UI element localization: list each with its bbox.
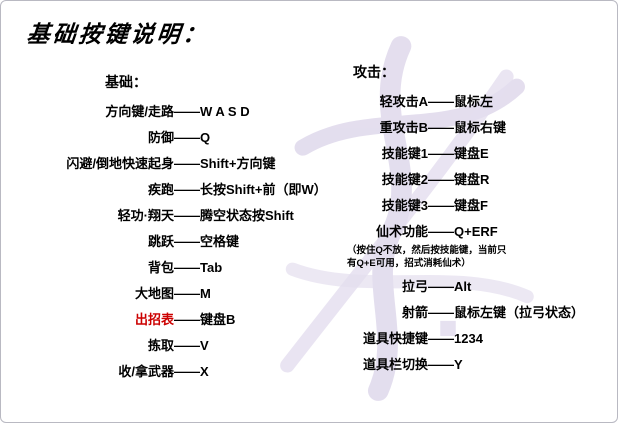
separator-dash: ——: [174, 104, 200, 119]
action-label: 道具栏切换: [362, 357, 428, 372]
action-label: 轻攻击A: [379, 94, 428, 109]
key-binding: 腾空状态按Shift: [200, 208, 294, 223]
basics-column: 基础： 方向键/走路 —— W A S D 防御 —— Q 闪避: [29, 73, 329, 388]
separator-dash: ——: [428, 94, 454, 109]
key-binding: Y: [454, 357, 463, 372]
action-label: 仙术功能: [375, 224, 428, 239]
attack-keybind-list: 轻攻击A —— 鼠标左 重攻击B —— 鼠标右键 技能键1 —— 键盘E: [333, 92, 617, 374]
separator-dash: ——: [174, 312, 200, 327]
action-label: 射箭: [401, 305, 428, 320]
action-label: 道具快捷键: [362, 331, 428, 346]
action-label: 方向键/走路: [105, 104, 174, 119]
keybind-row: 方向键/走路 —— W A S D: [29, 102, 329, 121]
separator-dash: ——: [428, 279, 454, 294]
separator-dash: ——: [174, 364, 200, 379]
keybind-row: 防御 —— Q: [29, 128, 329, 147]
separator-dash: ——: [174, 260, 200, 275]
action-label: 跳跃: [147, 234, 174, 249]
keybind-row: 技能键3 —— 键盘F: [333, 196, 617, 215]
keybind-row: 出招表 —— 键盘B: [29, 310, 329, 329]
keybind-row: 技能键2 —— 键盘R: [333, 170, 617, 189]
separator-dash: ——: [428, 198, 454, 213]
separator-dash: ——: [428, 172, 454, 187]
action-label: 防御: [147, 130, 174, 145]
keybind-row: 大地图 —— M: [29, 284, 329, 303]
keybind-note: （按住Q不放，然后按技能键，当前只有Q+E可用，招式消耗仙术）: [347, 245, 507, 269]
keybind-row: 疾跑 —— 长按Shift+前（即W）: [29, 180, 329, 199]
page-title: 基础按键说明：: [25, 22, 211, 47]
separator-dash: ——: [428, 357, 454, 372]
action-label: 疾跑: [147, 182, 174, 197]
key-binding: 长按Shift+前（即W）: [200, 182, 327, 197]
key-binding: 鼠标左: [454, 94, 494, 109]
key-binding: 鼠标左键（拉弓状态）: [454, 305, 585, 320]
key-binding: 键盘F: [454, 198, 488, 213]
key-binding: Q+ERF: [454, 224, 498, 239]
action-label: 收/拿武器: [118, 364, 174, 379]
basics-header: 基础：: [105, 74, 147, 90]
separator-dash: ——: [174, 130, 200, 145]
separator-dash: ——: [174, 156, 200, 171]
key-binding: 键盘B: [200, 312, 236, 327]
key-binding: W A S D: [200, 104, 250, 119]
keybind-row: 射箭 —— 鼠标左键（拉弓状态）: [333, 303, 617, 322]
separator-dash: ——: [428, 120, 454, 135]
key-binding: 鼠标右键: [454, 120, 507, 135]
action-label: 拉弓: [401, 279, 428, 294]
key-binding: V: [200, 338, 209, 353]
keybind-row: 拣取 —— V: [29, 336, 329, 355]
key-binding: 键盘E: [454, 146, 489, 161]
key-binding: Q: [200, 130, 211, 145]
key-binding: 1234: [454, 331, 483, 346]
keybind-row: 收/拿武器 —— X: [29, 362, 329, 381]
basics-keybind-list: 方向键/走路 —— W A S D 防御 —— Q 闪避/倒地快速起身 —— S…: [29, 102, 329, 381]
keybind-row: 重攻击B —— 鼠标右键: [333, 118, 617, 137]
separator-dash: ——: [428, 224, 454, 239]
action-label: 轻功·翔天: [117, 208, 174, 223]
key-binding: M: [200, 286, 211, 301]
separator-dash: ——: [174, 338, 200, 353]
keybind-row: 闪避/倒地快速起身 —— Shift+方向键: [29, 154, 329, 173]
key-binding: Shift+方向键: [200, 156, 276, 171]
action-label: 技能键2: [381, 172, 428, 187]
action-label: 大地图: [134, 286, 174, 301]
action-label: 出招表: [134, 312, 174, 327]
keybind-row: 跳跃 —— 空格键: [29, 232, 329, 251]
separator-dash: ——: [174, 208, 200, 223]
keybind-row: 仙术功能 —— Q+ERF （按住Q不放，然后按技能键，当前只有Q+E可用，招式…: [333, 222, 617, 270]
attack-header: 攻击：: [353, 64, 395, 80]
action-label: 重攻击B: [379, 120, 428, 135]
keybind-row: 轻功·翔天 —— 腾空状态按Shift: [29, 206, 329, 225]
separator-dash: ——: [174, 182, 200, 197]
action-label: 拣取: [147, 338, 174, 353]
key-binding: X: [200, 364, 209, 379]
separator-dash: ——: [174, 286, 200, 301]
keybind-row: 道具栏切换 —— Y: [333, 355, 617, 374]
key-binding: 空格键: [200, 234, 240, 249]
key-binding: Tab: [200, 260, 223, 275]
attack-column: 攻击： 轻攻击A —— 鼠标左 重攻击B —— 鼠标右键 技能键: [333, 63, 617, 381]
separator-dash: ——: [428, 146, 454, 161]
keybind-row: 轻攻击A —— 鼠标左: [333, 92, 617, 111]
action-label: 技能键1: [381, 146, 428, 161]
action-label: 闪避/倒地快速起身: [66, 156, 174, 171]
key-binding: Alt: [454, 279, 472, 294]
keybind-row: 技能键1 —— 键盘E: [333, 144, 617, 163]
keybind-row: 拉弓 —— Alt: [333, 277, 617, 296]
separator-dash: ——: [428, 331, 454, 346]
key-binding: 键盘R: [454, 172, 490, 187]
action-label: 技能键3: [381, 198, 428, 213]
action-label: 背包: [147, 260, 174, 275]
separator-dash: ——: [428, 305, 454, 320]
keybind-row: 背包 —— Tab: [29, 258, 329, 277]
separator-dash: ——: [174, 234, 200, 249]
keybind-row: 道具快捷键 —— 1234: [333, 329, 617, 348]
